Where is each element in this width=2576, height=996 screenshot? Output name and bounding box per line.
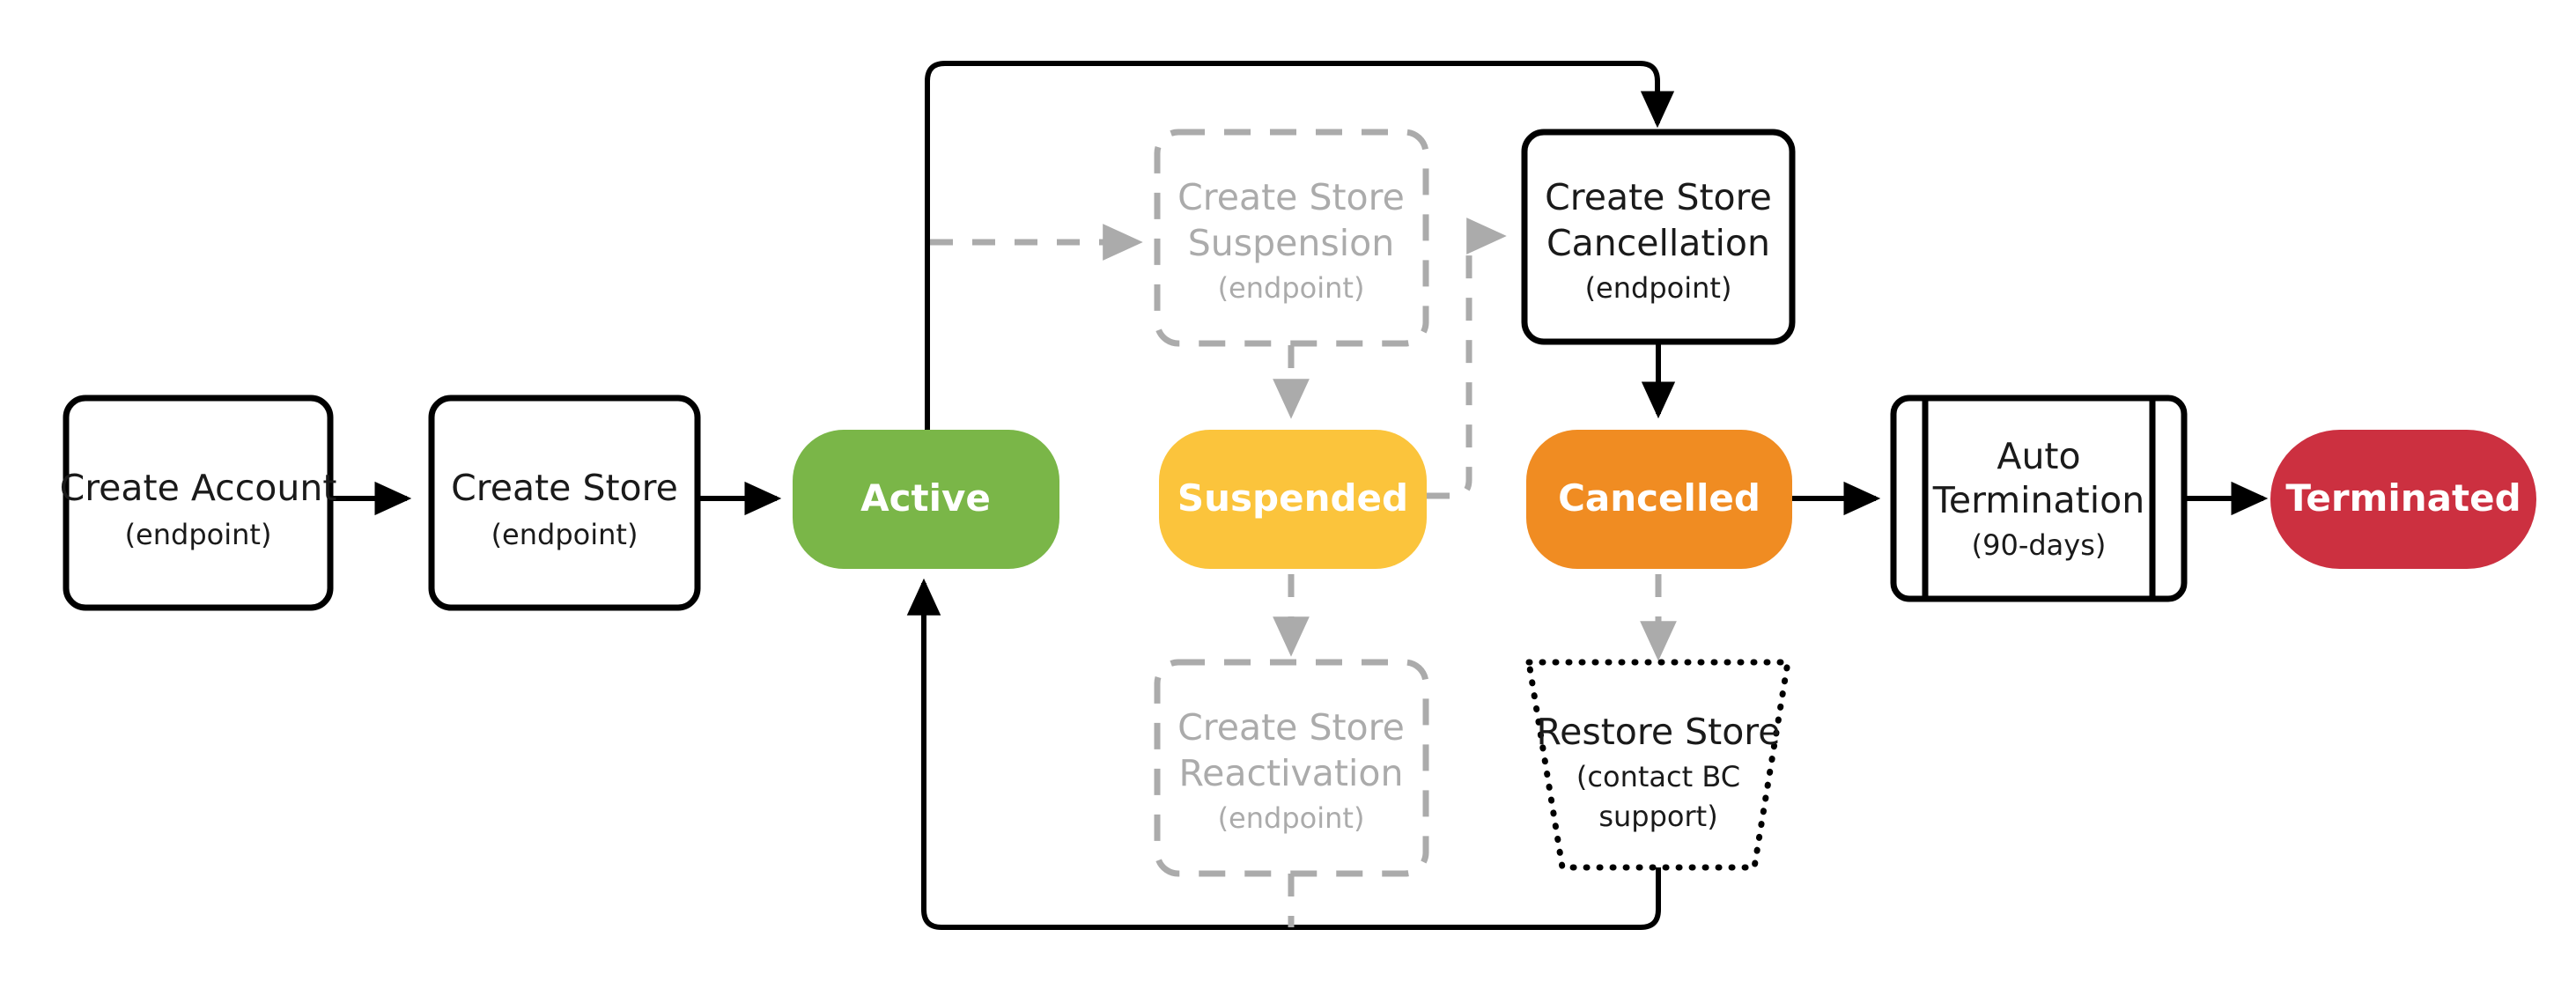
node-state-terminated[interactable]: Terminated [2270, 430, 2536, 569]
node-create-store-cancellation[interactable]: Create Store Cancellation (endpoint) [1521, 129, 1796, 345]
cancellation-subtitle: (endpoint) [1585, 271, 1732, 305]
auto-termination-subtitle: (90-days) [1972, 528, 2107, 562]
suspended-label: Suspended [1177, 476, 1408, 520]
suspension-title-line1: Create Store [1177, 176, 1405, 218]
node-create-store[interactable]: Create Store (endpoint) [428, 395, 701, 611]
reactivation-title-line1: Create Store [1177, 706, 1405, 749]
active-label: Active [860, 476, 991, 520]
suspension-subtitle: (endpoint) [1218, 271, 1365, 305]
edge-suspended-to-cancellation [1427, 218, 1507, 499]
edge-active-to-cancellation [925, 61, 1675, 430]
create-account-title: Create Account [60, 467, 337, 509]
node-create-store-suspension[interactable]: Create Store Suspension (endpoint) [1154, 129, 1429, 347]
create-account-subtitle: (endpoint) [125, 518, 272, 551]
terminated-label: Terminated [2285, 476, 2521, 520]
node-create-account[interactable]: Create Account (endpoint) [60, 395, 337, 611]
auto-termination-title-line1: Auto [1997, 435, 2080, 477]
reactivation-title-line2: Reactivation [1179, 752, 1404, 794]
restore-store-subtitle-line1: (contact BC [1576, 760, 1740, 793]
cancellation-title-line2: Cancellation [1546, 222, 1770, 264]
node-restore-store[interactable]: Restore Store (contact BC support) [1524, 659, 1792, 871]
auto-termination-title-line2: Termination [1932, 479, 2144, 521]
suspension-title-line2: Suspension [1188, 222, 1394, 264]
node-create-store-reactivation[interactable]: Create Store Reactivation (endpoint) [1154, 659, 1429, 877]
cancelled-label: Cancelled [1558, 476, 1760, 520]
node-auto-termination[interactable]: Auto Termination (90-days) [1890, 395, 2188, 602]
restore-store-title: Restore Store [1537, 711, 1781, 753]
create-store-subtitle: (endpoint) [491, 518, 638, 551]
node-state-cancelled[interactable]: Cancelled [1526, 430, 1792, 569]
node-state-suspended[interactable]: Suspended [1159, 430, 1427, 569]
restore-store-subtitle-line2: support) [1598, 800, 1717, 833]
create-store-title: Create Store [451, 467, 678, 509]
node-state-active[interactable]: Active [793, 430, 1059, 569]
reactivation-subtitle: (endpoint) [1218, 801, 1365, 835]
cancellation-title-line1: Create Store [1545, 176, 1772, 218]
